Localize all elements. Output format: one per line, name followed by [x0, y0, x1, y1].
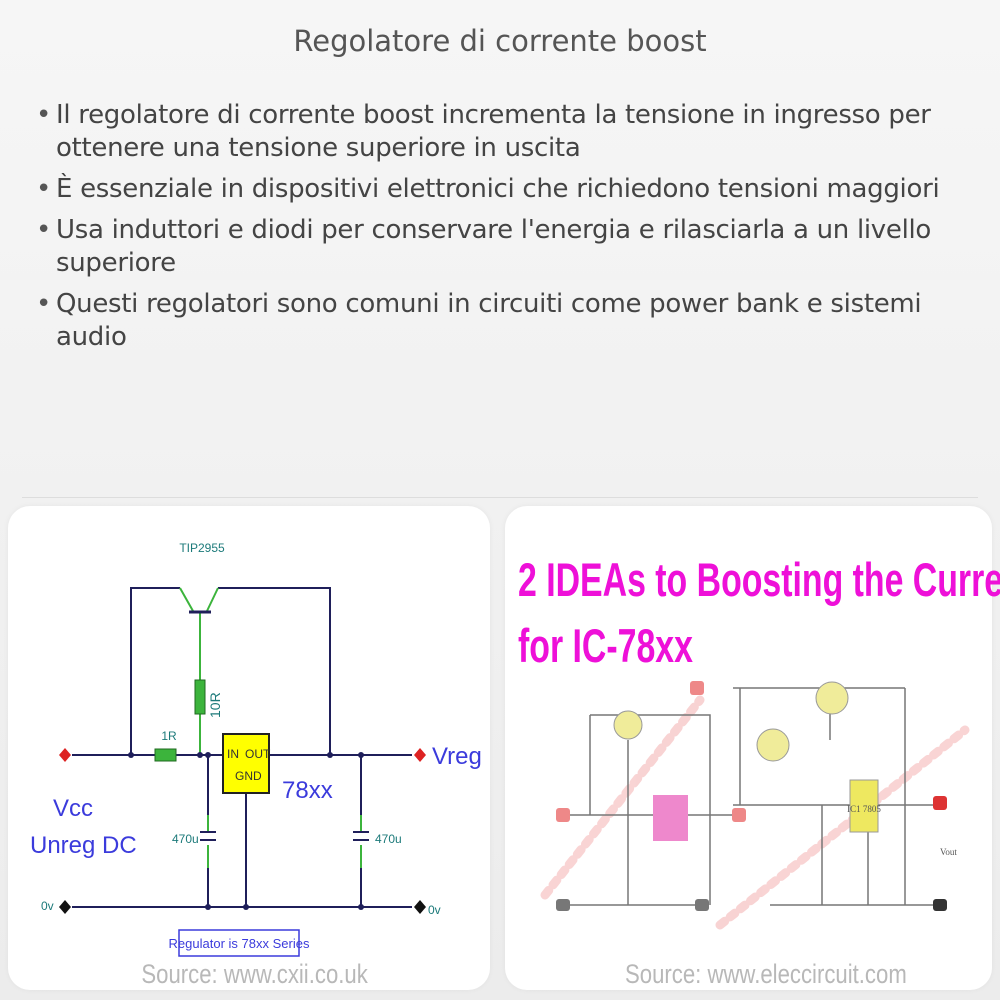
resistor-label: 10R: [207, 692, 223, 718]
transistor-icon: [613, 681, 849, 762]
ground-terminal-icon: [59, 900, 71, 914]
capacitor-icon: [200, 831, 369, 841]
note-label: Regulator is 78xx Series: [169, 936, 310, 951]
regulator-box: [222, 733, 270, 794]
resistor-10r-icon: [194, 679, 206, 715]
ground-terminal-icon: [414, 900, 426, 914]
bullet-item: Usa induttori e diodi per conservare l'e…: [36, 214, 976, 280]
input-label: Unreg DC: [30, 832, 137, 859]
terminal-icon: [556, 681, 947, 822]
right-headline: 2 IDEAs to Boosting the Current: [518, 553, 1000, 606]
page-title: Regolatore di corrente boost: [293, 24, 707, 58]
capacitor-label: 470u: [375, 832, 402, 846]
regulator-name: 78xx: [282, 777, 333, 804]
junction-dots: [128, 752, 364, 910]
input-terminal-icon: [59, 748, 71, 762]
bypass-wire: [130, 587, 331, 755]
resistor-1r-icon: [154, 748, 177, 762]
regulator-box: [653, 795, 688, 841]
left-circuit-diagram: TIP2955 10R 1R IN OUT GND 78xx Vreg Vcc …: [30, 541, 482, 957]
ground-label: 0v: [41, 899, 54, 913]
bullet-item: Il regolatore di corrente boost incremen…: [36, 99, 976, 165]
bullet-item: È essenziale in dispositivi elettronici …: [36, 173, 976, 206]
output-label: Vreg: [432, 743, 482, 770]
divider: [22, 497, 978, 498]
regulator-gnd-label: GND: [235, 769, 262, 783]
right-circuit-image: IC1 7805 Vout: [505, 506, 992, 990]
right-headline: for IC-78xx: [518, 619, 693, 672]
regulator-in-label: IN: [227, 747, 239, 761]
transistor-label: TIP2955: [179, 541, 225, 555]
output-terminal-icon: [414, 748, 426, 762]
capacitor-label: 470u: [172, 832, 199, 846]
left-source-caption: Source: www.cxii.co.uk: [141, 959, 368, 989]
input-label: Vcc: [53, 795, 93, 822]
watermark: [540, 695, 970, 930]
right-circuit-diagram: IC1 7805 Vout: [540, 681, 970, 930]
vout-label: Vout: [940, 847, 957, 857]
regulator-out-label: OUT: [245, 747, 271, 761]
ground-label: 0v: [428, 903, 441, 917]
bullet-item: Questi regolatori sono comuni in circuit…: [36, 288, 976, 354]
resistor-label: 1R: [161, 729, 177, 743]
bullet-list: Il regolatore di corrente boost incremen…: [36, 99, 976, 362]
right-source-caption: Source: www.eleccircuit.com: [625, 959, 907, 989]
note-box: [178, 929, 300, 957]
ic-7805-box: [849, 779, 879, 833]
ic-label: IC1 7805: [847, 804, 881, 814]
left-circuit-image: TIP2955 10R 1R IN OUT GND 78xx Vreg Vcc …: [8, 506, 490, 990]
ground-terminal-icon: [556, 899, 947, 911]
